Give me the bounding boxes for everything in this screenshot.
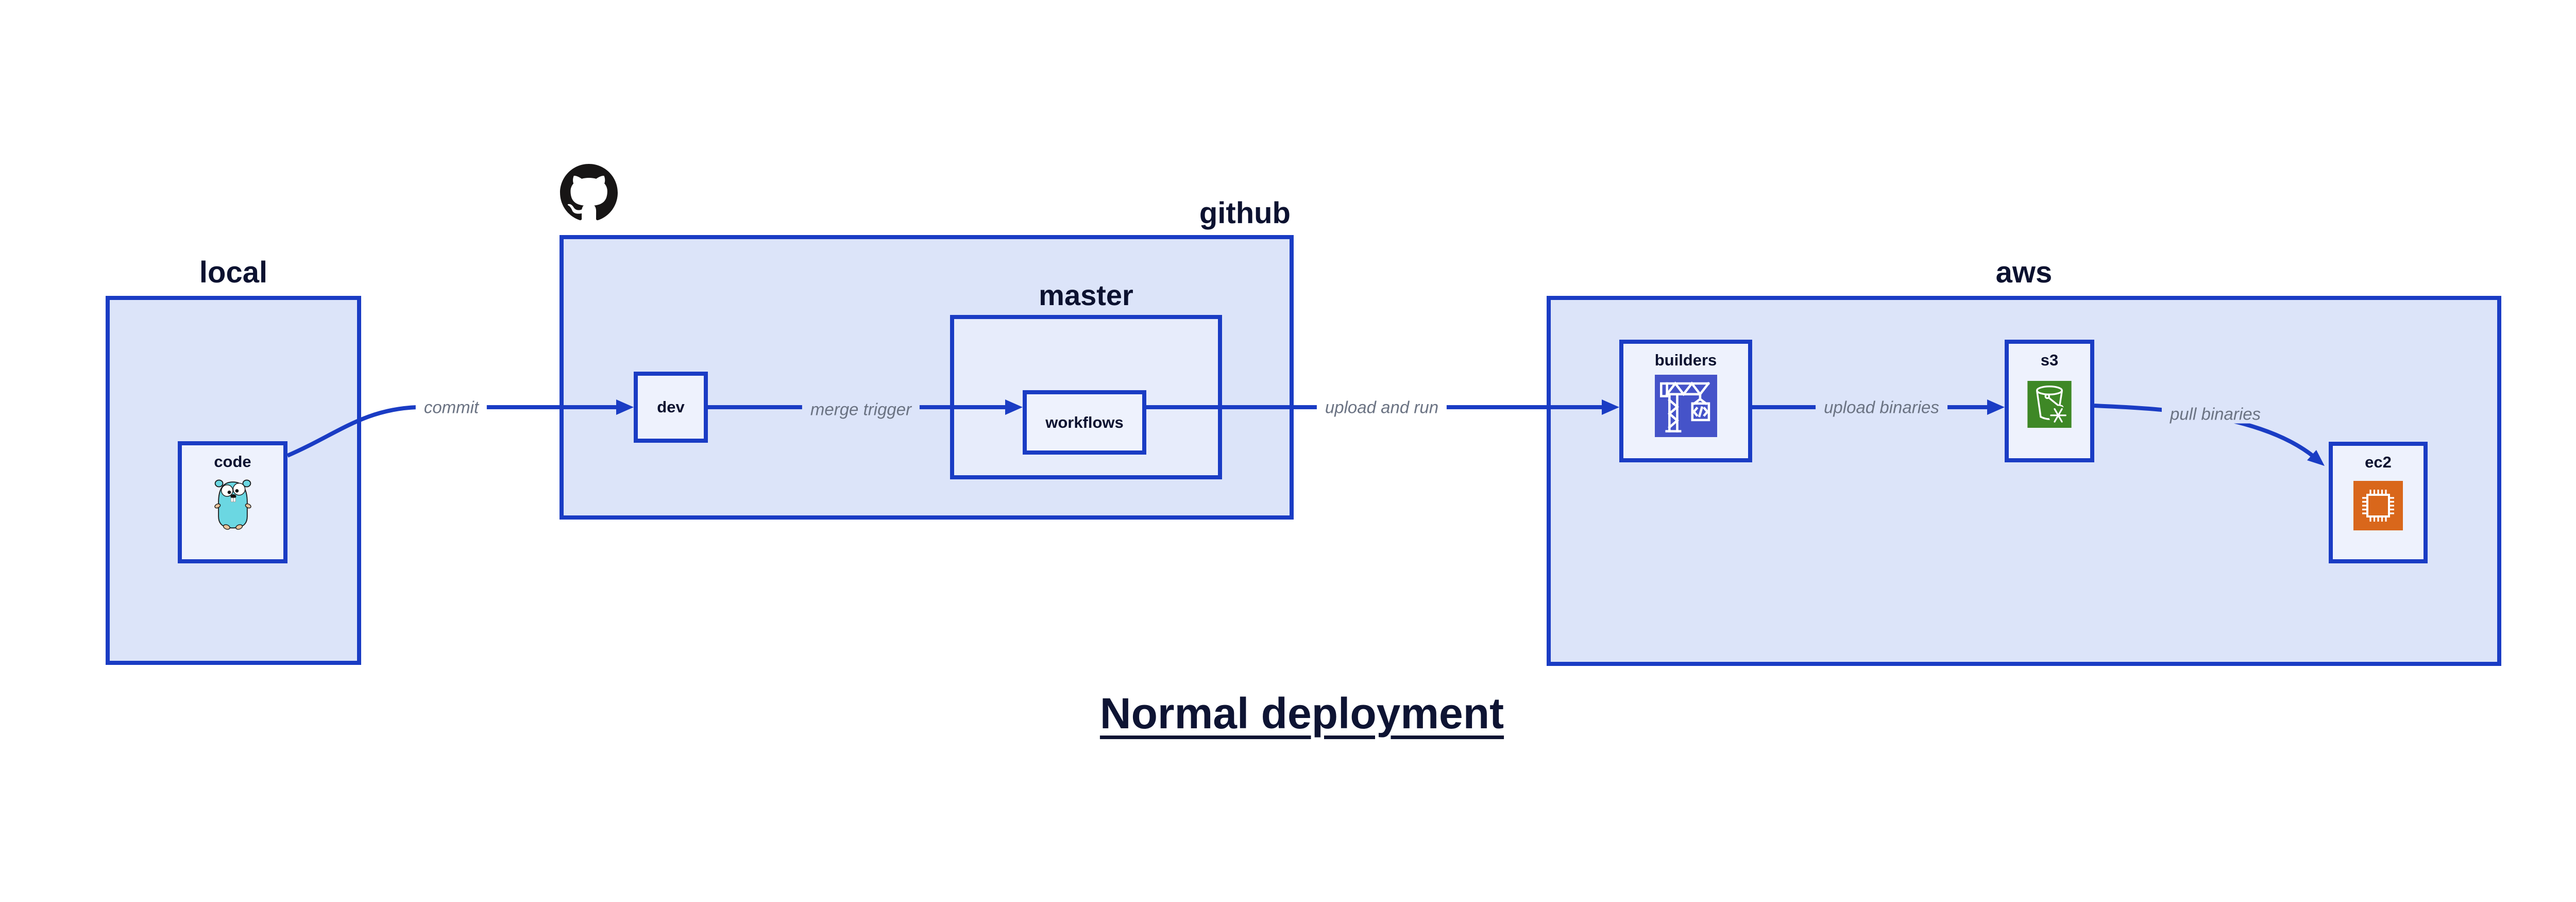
edge-label-merge-trigger: merge trigger xyxy=(802,399,920,419)
edge-label-commit: commit xyxy=(415,397,487,417)
aws-ec2-chip-icon xyxy=(2353,480,2403,530)
master-container-label: master xyxy=(1039,279,1133,311)
node-dev: dev xyxy=(634,372,708,443)
builders-label: builders xyxy=(1654,351,1717,369)
edge-commit-line xyxy=(286,405,617,458)
go-gopher-icon xyxy=(214,479,251,530)
edge-label-upload-binaries: upload binaries xyxy=(1816,397,1947,417)
node-workflows: workflows xyxy=(1023,390,1146,455)
node-code: code xyxy=(178,441,287,563)
aws-s3-glacier-bucket-icon xyxy=(2027,380,2072,428)
diagram-title: Normal deployment xyxy=(1099,689,1504,738)
aws-codebuild-crane-icon xyxy=(1654,374,1717,437)
github-container-label: github xyxy=(1199,196,1291,230)
arrowhead-builders xyxy=(1602,399,1619,415)
node-ec2: ec2 xyxy=(2329,442,2428,563)
github-octocat-icon xyxy=(560,164,618,221)
node-builders: builders xyxy=(1619,340,1752,462)
s3-label: s3 xyxy=(2040,351,2059,369)
edge-label-upload-and-run: upload and run xyxy=(1316,397,1447,417)
dev-label: dev xyxy=(657,398,685,416)
ec2-label: ec2 xyxy=(2365,453,2392,471)
edge-label-pull-binaries: pull binaries xyxy=(2161,404,2269,424)
arrowhead-workflows xyxy=(1005,399,1023,415)
node-s3: s3 xyxy=(2005,340,2094,462)
aws-container-label: aws xyxy=(1995,256,2053,289)
arrowhead-dev xyxy=(616,399,634,415)
code-label: code xyxy=(214,453,251,471)
workflows-label: workflows xyxy=(1045,413,1124,431)
local-container-label: local xyxy=(199,256,268,289)
arrowhead-s3 xyxy=(1987,399,2005,415)
arrowhead-ec2 xyxy=(2307,450,2325,466)
